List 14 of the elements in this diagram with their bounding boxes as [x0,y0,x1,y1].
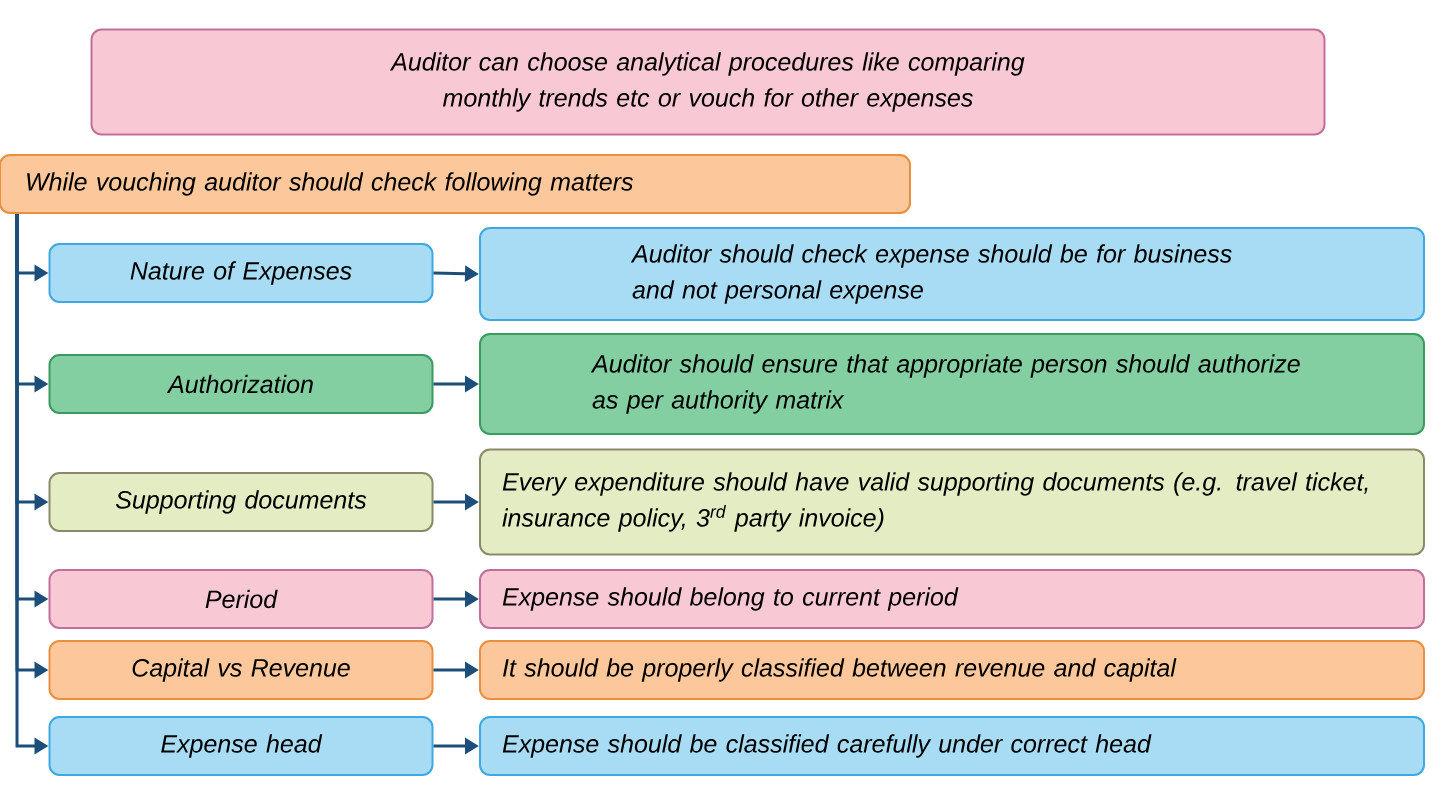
process-box: Auditor should check expense should be for business and not personal expense [479,227,1425,321]
process-box: Nature of Expenses [48,243,434,303]
process-box: Supporting documents [48,472,434,532]
process-box: Expense should be classified carefully under correct head [479,716,1425,776]
process-box: Capital vs Revenue [48,640,434,700]
process-box: It should be properly classified between revenue and capital [479,640,1425,700]
process-box: Expense head [48,716,434,776]
process-box: Every expenditure should have valid supporting documents (e.g. travel ticket, insurance policy, 3$^{rd}$ party invoice) [479,448,1425,556]
process-box: Auditor should ensure that appropriate person should authorize as per authority matrix [479,333,1425,435]
process-box: Auditor can choose analytical procedures like comparing monthly trends etc or vouch for other expenses [90,28,1326,136]
process-box: Period [48,569,434,629]
process-box: While vouching auditor should check following matters [0,154,911,214]
process-box: Expense should belong to current period [479,569,1425,629]
process-box: Authorization [48,354,434,414]
